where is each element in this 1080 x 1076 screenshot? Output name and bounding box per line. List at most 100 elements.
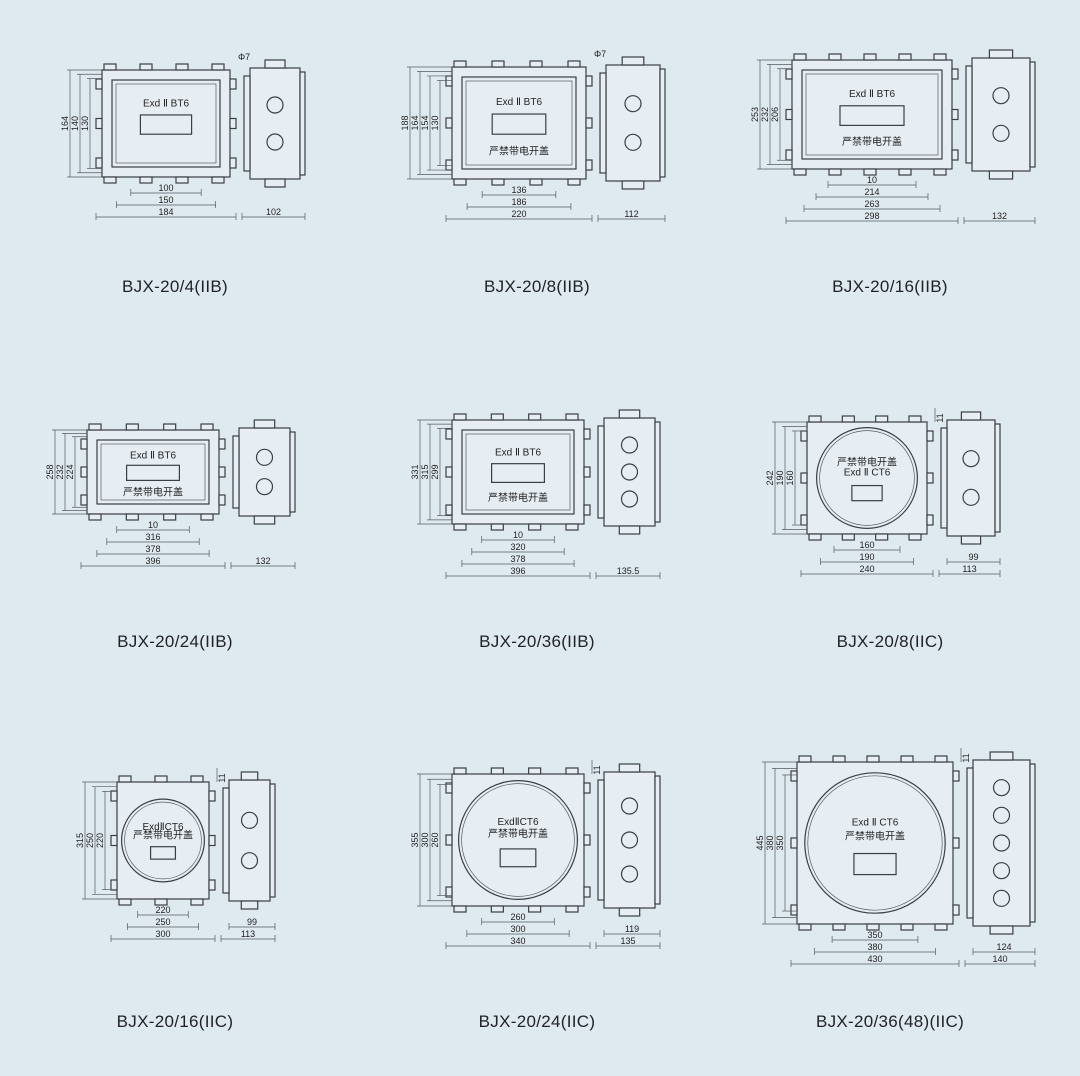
cable-entry-boss <box>800 472 808 484</box>
cable-port <box>255 478 274 496</box>
dimension-width: 10 <box>867 175 877 185</box>
side-boss <box>618 907 641 917</box>
cable-port <box>620 436 639 454</box>
front-view <box>451 66 587 180</box>
side-flange <box>994 423 1001 533</box>
cable-entry-boss <box>110 834 118 847</box>
cover-frame <box>461 429 575 515</box>
cable-port <box>620 490 639 508</box>
ex-marking: ExdⅡCT6 <box>142 822 183 833</box>
cable-entry-boss <box>841 415 855 423</box>
cable-entry-boss <box>529 178 543 186</box>
cable-entry-boss <box>175 63 189 71</box>
dimension-width: 100 <box>158 183 173 193</box>
dimension-height: 258 <box>45 464 55 479</box>
cable-entry-boss <box>933 53 947 61</box>
side-boss <box>618 763 641 773</box>
cable-port <box>992 87 1010 105</box>
round-cover <box>120 798 206 883</box>
cable-entry-boss <box>952 770 960 782</box>
model-caption: BJX-20/24(IIB) <box>117 632 233 651</box>
cable-entry-boss <box>175 176 189 184</box>
cable-entry-boss <box>211 176 225 184</box>
side-flange <box>965 65 973 164</box>
round-cover-rim <box>124 801 202 880</box>
side-flange <box>599 72 607 174</box>
dimension-depth: 99 <box>968 552 978 562</box>
cable-entry-boss <box>229 157 237 169</box>
ex-marking: Exd Ⅱ BT6 <box>849 89 895 100</box>
side-flange <box>659 68 666 178</box>
cable-entry-boss <box>926 514 934 526</box>
dimension-depth: 99 <box>247 917 257 927</box>
dimension-width: 10 <box>148 520 158 530</box>
dimension-width: 263 <box>864 199 879 209</box>
side-boss <box>618 525 641 535</box>
dimension-height: 160 <box>785 470 795 485</box>
cable-entry-boss <box>908 533 922 541</box>
dimension-depth: 140 <box>992 954 1007 964</box>
cable-entry-boss <box>453 767 467 775</box>
dimension-width: 378 <box>510 554 525 564</box>
dimension-height: 299 <box>430 464 440 479</box>
front-view <box>451 773 585 907</box>
dimension-depth: 113 <box>241 929 255 939</box>
nameplate-window <box>499 848 537 868</box>
cable-entry-boss <box>445 428 453 440</box>
side-flange <box>1029 763 1036 923</box>
cable-entry-boss <box>445 782 453 794</box>
dimension-width: 300 <box>155 929 170 939</box>
cable-entry-boss <box>866 755 880 763</box>
cable-entry-boss <box>453 413 467 421</box>
dimension-depth: 112 <box>624 209 638 219</box>
side-boss <box>264 59 286 69</box>
side-boss <box>621 56 645 66</box>
warning-marking: 严禁带电开盖 <box>123 486 183 499</box>
front-view <box>796 761 954 925</box>
cable-entry-boss <box>933 168 947 176</box>
cable-entry-boss <box>951 108 959 121</box>
warning-marking: 严禁带电开盖 <box>845 829 905 842</box>
cable-entry-boss <box>445 75 453 87</box>
cable-entry-boss <box>139 176 153 184</box>
side-view <box>238 427 291 517</box>
cable-entry-boss <box>163 513 177 521</box>
nameplate-window <box>491 463 546 483</box>
cable-entry-boss <box>832 923 846 931</box>
cable-entry-boss <box>190 898 204 906</box>
side-boss <box>989 751 1014 761</box>
dimension-height: 253 <box>750 107 760 122</box>
cable-entry-boss <box>900 755 914 763</box>
cable-port <box>992 889 1011 907</box>
dimension-width: 184 <box>158 207 173 217</box>
cable-entry-boss <box>445 886 453 898</box>
cable-entry-boss <box>793 168 807 176</box>
cover-frame <box>96 439 210 505</box>
cable-port <box>620 831 639 849</box>
cable-entry-boss <box>208 879 216 891</box>
nameplate-window <box>851 484 883 502</box>
side-view <box>972 759 1031 927</box>
cable-entry-boss <box>583 782 591 794</box>
dimension-height: 315 <box>75 833 85 848</box>
dimension-depth: 135.5 <box>617 566 640 576</box>
cable-entry-boss <box>528 905 542 913</box>
cable-entry-boss <box>808 415 822 423</box>
ex-marking: Exd Ⅱ BT6 <box>496 97 542 108</box>
cable-entry-boss <box>528 413 542 421</box>
cover-inner <box>465 80 573 166</box>
cable-entry-boss <box>800 430 808 442</box>
front-view <box>116 781 210 900</box>
warning-marking: 严禁带电开盖 <box>842 135 902 148</box>
ex-marking: Exd Ⅱ CT6 <box>852 817 899 828</box>
cable-entry-boss <box>218 438 226 450</box>
cable-entry-boss <box>841 533 855 541</box>
dimension-height: 220 <box>95 833 105 848</box>
side-view <box>946 419 996 537</box>
cable-entry-boss <box>585 75 593 87</box>
cable-entry-boss <box>453 905 467 913</box>
dimension-height: 130 <box>430 115 440 130</box>
